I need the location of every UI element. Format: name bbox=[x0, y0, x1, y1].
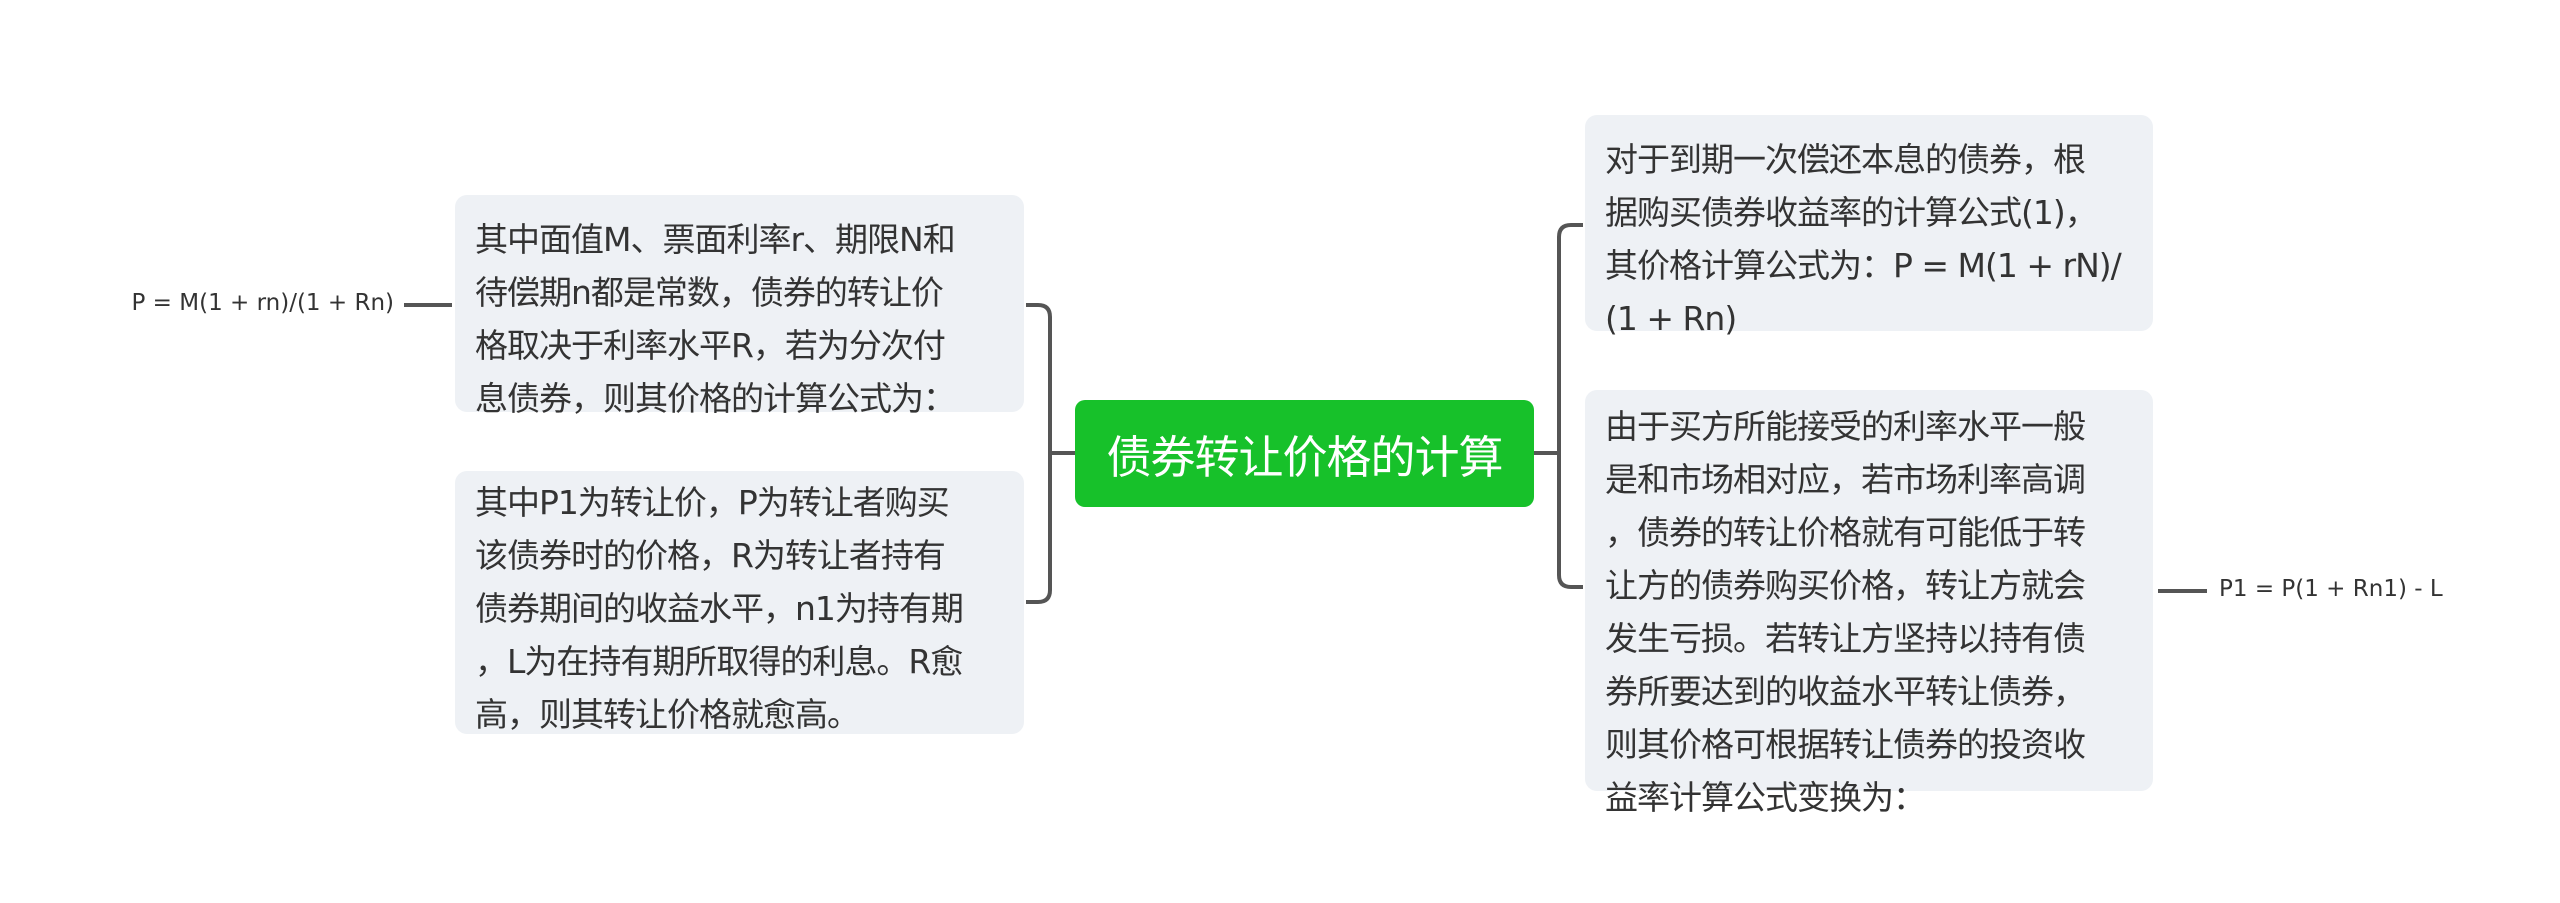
topic-left-1[interactable]: 其中面值M、票面利率r、期限N和 待偿期n都是常数，债券的转让价 格取决于利率水… bbox=[455, 195, 1024, 418]
topic-right-1[interactable]: 对于到期一次偿还本息的债券，根 据购买债券收益率的计算公式(1)， 其价格计算公… bbox=[1585, 115, 2153, 338]
connector-right-bracket bbox=[1557, 223, 1583, 589]
topic-text-line: 待偿期n都是常数，债券的转让价 bbox=[475, 273, 944, 312]
topic-right-2[interactable]: 由于买方所能接受的利率水平一般 是和市场相对应，若市场利率高调 ，债券的转让价格… bbox=[1585, 390, 2153, 817]
topic-left-2[interactable]: 其中P1为转让价，P为转让者购买 该债券时的价格，R为转让者持有 债券期间的收益… bbox=[455, 471, 1024, 734]
subtopic-formula-left[interactable]: P = M(1 + rn)/(1 + Rn) bbox=[131, 290, 395, 316]
topic-text-line: 让方的债券购买价格，转让方就会 bbox=[1605, 566, 2086, 605]
central-topic[interactable]: 债券转让价格的计算 bbox=[1075, 400, 1534, 507]
topic-text-line: 高，则其转让价格就愈高。 bbox=[475, 695, 860, 734]
topic-text-line: 格取决于利率水平R，若为分次付 bbox=[475, 326, 946, 365]
topic-text-line: 券所要达到的收益水平转让债券， bbox=[1605, 672, 2086, 711]
topic-text-line: 则其价格可根据转让债券的投资收 bbox=[1605, 725, 2086, 764]
topic-text-line: 由于买方所能接受的利率水平一般 bbox=[1605, 407, 2086, 446]
topic-text-line: 发生亏损。若转让方坚持以持有债 bbox=[1605, 619, 2086, 658]
topic-text-line: 其中面值M、票面利率r、期限N和 bbox=[475, 220, 956, 259]
subtopic-formula-right[interactable]: P1 = P(1 + Rn1) - L bbox=[2219, 576, 2443, 602]
topic-text-line: ，债券的转让价格就有可能低于转 bbox=[1605, 513, 2086, 552]
topic-text-line: 该债券时的价格，R为转让者持有 bbox=[475, 536, 946, 575]
topic-text-line: 息债券，则其价格的计算公式为： bbox=[475, 379, 956, 418]
topic-text-line: ，L为在持有期所取得的利息。R愈 bbox=[475, 642, 963, 681]
topic-text-line: 其中P1为转让价，P为转让者购买 bbox=[475, 483, 950, 522]
central-topic-label: 债券转让价格的计算 bbox=[1106, 431, 1503, 484]
topic-text-line: 对于到期一次偿还本息的债券，根 bbox=[1605, 140, 2086, 179]
connector-left-bracket bbox=[1026, 303, 1052, 604]
topic-text-line: 其价格计算公式为：P = M(1 + rN)/ bbox=[1605, 246, 2122, 285]
topic-text-line: 债券期间的收益水平，n1为持有期 bbox=[475, 589, 964, 628]
topic-text-line: 据购买债券收益率的计算公式(1)， bbox=[1605, 193, 2098, 232]
topic-text-line: 益率计算公式变换为： bbox=[1605, 778, 1926, 817]
topic-text-line: 是和市场相对应，若市场利率高调 bbox=[1605, 460, 2086, 499]
topic-text-line: (1 + Rn) bbox=[1605, 299, 1737, 338]
